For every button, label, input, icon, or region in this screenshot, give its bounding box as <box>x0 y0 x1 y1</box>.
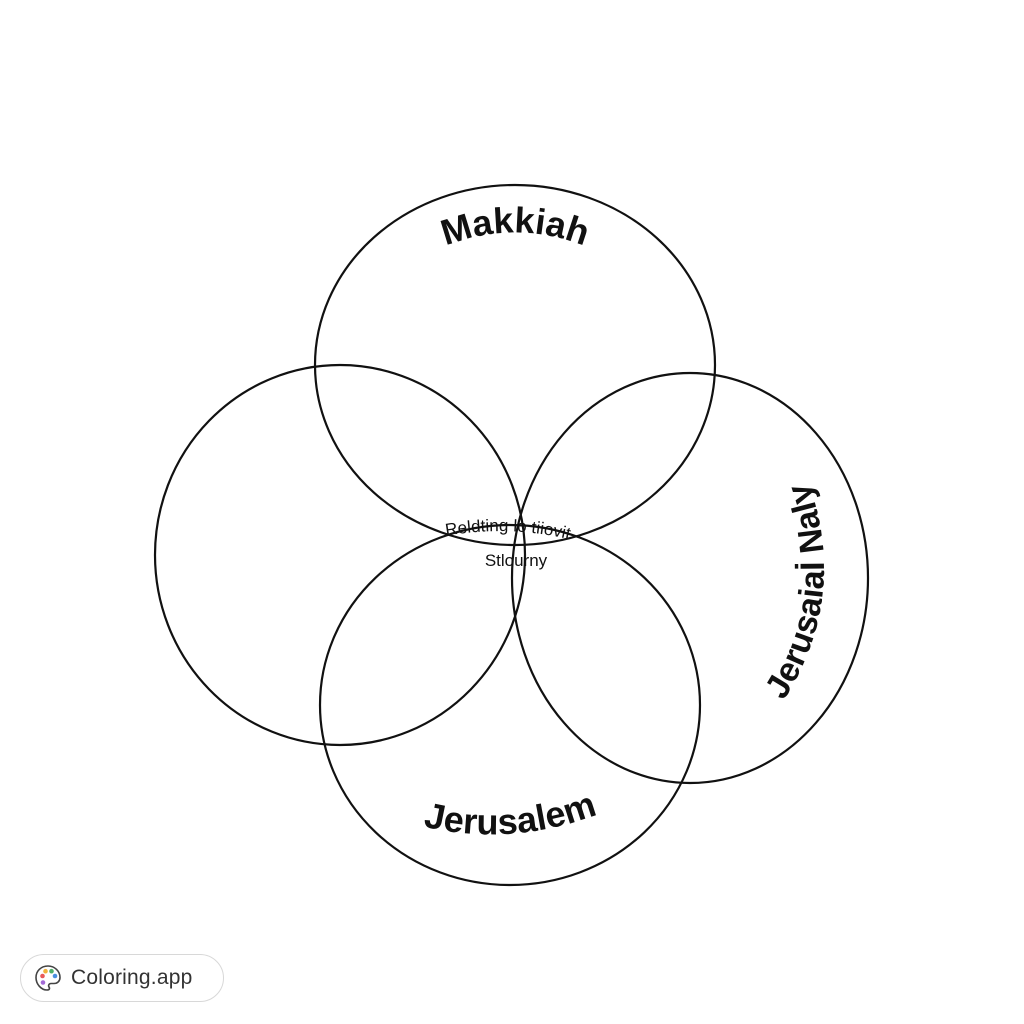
palette-icon <box>35 965 61 991</box>
circle-left <box>153 363 527 747</box>
palette-dot <box>40 980 46 985</box>
palette-dot <box>40 973 45 979</box>
right-circle-label-text: Jerusaiaİ Naly <box>758 479 832 705</box>
circle-right <box>510 371 870 785</box>
palette-dot <box>43 968 48 974</box>
bottom-circle-label-text: Jerusalem <box>421 783 600 842</box>
palette-dot <box>49 968 54 974</box>
bottom-circle-label: Jerusalem <box>421 783 600 842</box>
center-label-line2: Stlourny <box>485 551 548 570</box>
top-circle-label-text: Makkiah <box>436 199 595 253</box>
top-circle-label: Makkiah <box>436 199 595 253</box>
palette-dot <box>52 973 58 979</box>
right-circle-label: Jerusaiaİ Naly <box>758 479 832 705</box>
coloring-app-badge[interactable]: Coloring.app <box>20 954 224 1002</box>
watermark-text: Coloring.app <box>71 966 193 989</box>
circle-bottom <box>318 523 702 887</box>
